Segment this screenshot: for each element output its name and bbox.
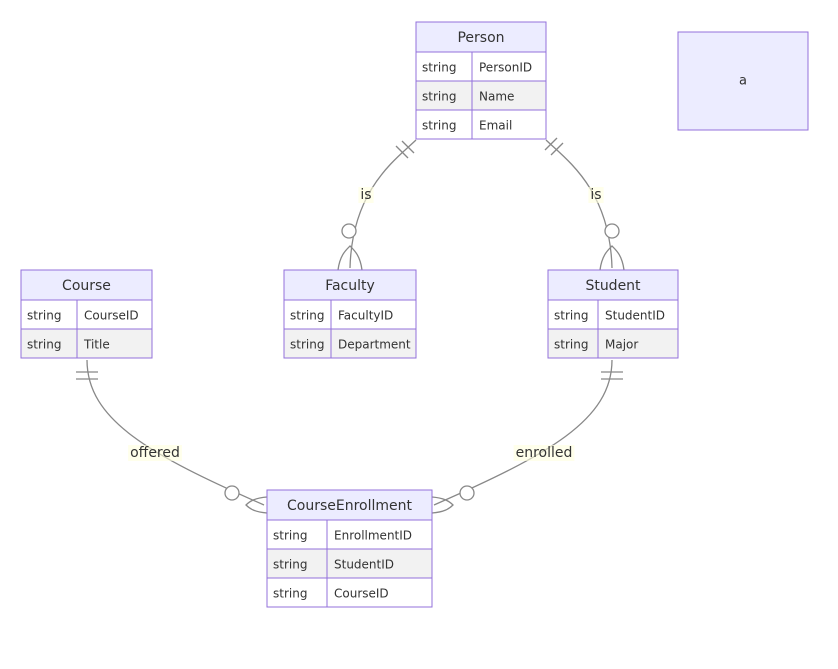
one-marker (401, 140, 415, 154)
relationship-label: is (360, 187, 371, 203)
attribute-name: Name (479, 90, 514, 104)
label-background (128, 445, 182, 461)
note-text: a (739, 74, 747, 89)
attribute-type: string (422, 61, 456, 75)
note-box: a (677, 31, 809, 131)
attribute-type: string (27, 338, 61, 352)
attribute-name-cell (330, 328, 417, 359)
many-marker (431, 496, 454, 514)
attribute-type: string (27, 309, 61, 323)
attribute-type-cell (283, 328, 332, 359)
edge-course-enrollment (86, 359, 265, 506)
attribute-type: string (273, 529, 307, 543)
attribute-type: string (554, 309, 588, 323)
entity-header (20, 269, 153, 301)
many-marker (599, 245, 625, 271)
entity-courseenrollment[interactable]: CourseEnrollment string EnrollmentID string… (266, 489, 433, 608)
attribute-name: StudentID (334, 558, 394, 572)
attribute-name: CourseID (334, 587, 389, 601)
attribute-type-cell (266, 519, 328, 550)
attribute-type: string (290, 338, 324, 352)
relationship-edges (76, 137, 625, 514)
edge-person-student (545, 139, 613, 269)
attribute-name-cell (597, 299, 679, 330)
attribute-name: Department (338, 338, 411, 352)
attribute-name: StudentID (605, 309, 665, 323)
entity-header (283, 269, 417, 301)
attribute-name-cell (326, 519, 433, 550)
entity-title: Student (585, 278, 641, 294)
label-background (513, 445, 575, 461)
zero-marker (604, 223, 620, 239)
attribute-name: CourseID (84, 309, 139, 323)
many-marker (245, 496, 268, 514)
edge-person-faculty (349, 139, 417, 269)
attribute-name: Email (479, 119, 512, 133)
attribute-type-cell (547, 328, 599, 359)
attribute-name-cell (597, 328, 679, 359)
attribute-type: string (554, 338, 588, 352)
label-background (358, 187, 374, 203)
many-marker (337, 245, 363, 271)
attribute-name-cell (76, 328, 153, 359)
attribute-name: EnrollmentID (334, 529, 412, 543)
relationship-label-person-student: is (588, 187, 604, 203)
attribute-name: Title (83, 338, 110, 352)
edge-student-enrollment (433, 359, 613, 506)
relationship-labels: is is offered enrolled (128, 187, 604, 461)
one-marker (395, 145, 409, 159)
relationship-label: offered (130, 445, 180, 461)
attribute-type-cell (20, 328, 78, 359)
attribute-name-cell (326, 548, 433, 579)
one-marker (544, 137, 558, 151)
entity-header (266, 489, 433, 521)
attribute-type: string (422, 90, 456, 104)
note-rect (677, 31, 809, 131)
attribute-name-cell (326, 577, 433, 608)
attribute-name-cell (330, 299, 417, 330)
attribute-type: string (273, 558, 307, 572)
entity-title: Faculty (325, 278, 375, 294)
attribute-type: string (290, 309, 324, 323)
entity-title: Course (62, 278, 111, 294)
entity-title: Person (457, 30, 504, 46)
zero-marker (341, 223, 357, 239)
attribute-type-cell (283, 299, 332, 330)
label-background (588, 187, 604, 203)
attribute-name: PersonID (479, 61, 532, 75)
zero-marker (224, 485, 240, 501)
attribute-type: string (422, 119, 456, 133)
entity-title: CourseEnrollment (287, 498, 413, 514)
entity-header (415, 21, 547, 53)
zero-marker (459, 485, 475, 501)
one-marker (550, 142, 564, 156)
attribute-name-cell (471, 109, 547, 140)
relationship-label: enrolled (516, 445, 573, 461)
attribute-name: Major (605, 338, 638, 352)
relationship-label: is (590, 187, 601, 203)
relationship-label-person-faculty: is (358, 187, 374, 203)
relationship-label-student-enrollment: enrolled (513, 445, 575, 461)
attribute-name: FacultyID (338, 309, 393, 323)
attribute-name-cell (76, 299, 153, 330)
attribute-type-cell (415, 109, 473, 140)
relationship-label-course-enrollment: offered (128, 445, 182, 461)
attribute-name-cell (471, 80, 547, 111)
attribute-type-cell (547, 299, 599, 330)
attribute-type: string (273, 587, 307, 601)
